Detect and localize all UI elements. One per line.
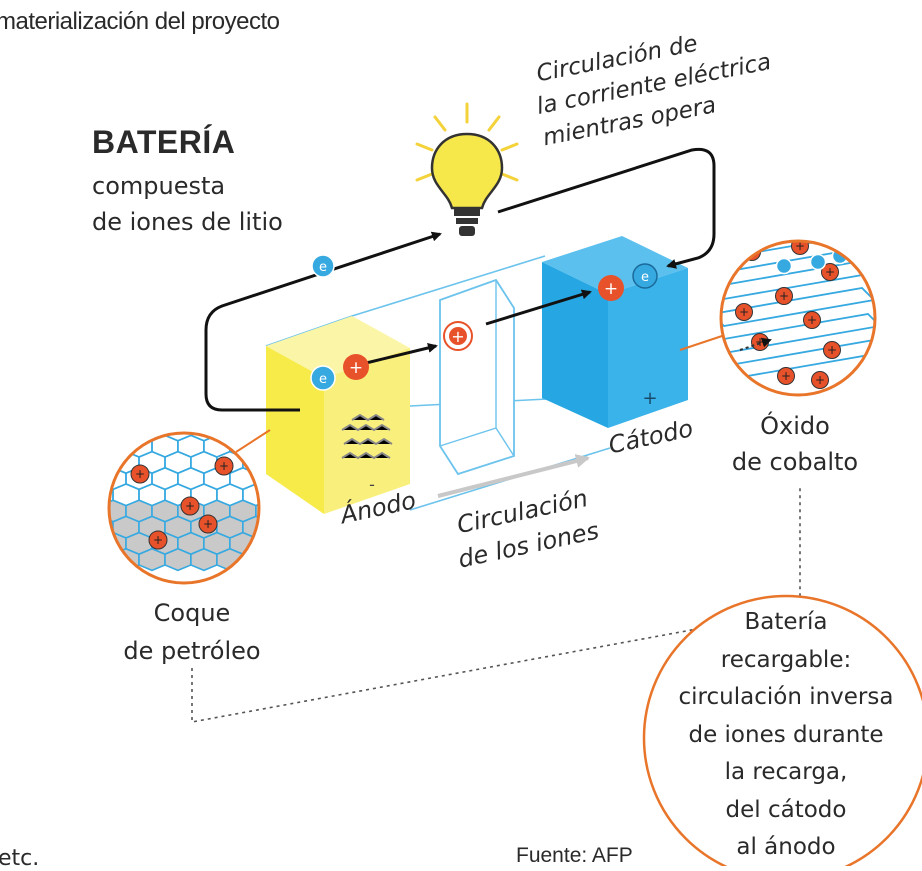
ion-sign: + — [153, 533, 163, 547]
svg-text:-: - — [369, 475, 375, 494]
lithium-ion-dot — [148, 530, 168, 550]
lithium-ion-dot — [214, 456, 234, 476]
hexagon-cell — [216, 433, 244, 442]
petroleum-coke-line: Coque — [153, 599, 231, 627]
lithium-ion-dot — [823, 341, 841, 359]
ion-arrow-1 — [361, 343, 438, 366]
light-bulb-icon — [415, 102, 519, 236]
lithium-ion-particle: + — [598, 275, 624, 301]
hexagon-cell — [190, 547, 218, 572]
hexagon-cell — [242, 433, 259, 442]
cobalt-oxide-line: de cobalto — [731, 448, 859, 476]
anode-block: - — [266, 316, 410, 514]
hexagon-cell — [112, 433, 140, 442]
electron-particle: e — [311, 254, 335, 278]
ion-sign: + — [185, 499, 195, 513]
hexagon-cell — [109, 450, 114, 475]
cathode-block: + — [542, 236, 688, 428]
lithium-ion-dot — [735, 303, 753, 321]
battery-subtitle-line: de iones de litio — [92, 208, 283, 236]
recharge-note-line: de iones durante — [688, 721, 884, 748]
svg-text:e: e — [319, 260, 327, 275]
lithium-ion-dot — [811, 371, 829, 389]
recharge-note-line: recargable: — [720, 646, 852, 673]
electron-dot — [809, 253, 827, 271]
magnifier-connector — [679, 335, 723, 351]
lithium-ion-particle: + — [343, 354, 369, 380]
battery-subtitle: compuesta de iones de litio — [92, 168, 283, 240]
cobalt-oxide-label: Óxido de cobalto — [730, 408, 860, 480]
recharge-note-line: al ánodo — [736, 834, 836, 860]
ion-sign: + — [825, 265, 835, 279]
external-circuit-wire — [204, 231, 442, 412]
recharge-note: Batería recargable: circulación inversa … — [660, 604, 912, 867]
electron-particle: e — [310, 365, 336, 391]
svg-text:+: + — [604, 279, 618, 299]
hexagon-cell — [295, 549, 321, 571]
hexagon-cell — [242, 547, 259, 572]
lithium-ion-dot — [130, 464, 150, 484]
hexagon-cell — [269, 516, 295, 538]
svg-text:+: + — [349, 358, 363, 378]
lithium-ion-dot — [198, 514, 218, 534]
separator-membrane: + — [439, 278, 515, 476]
ion-sign: + — [807, 313, 817, 327]
recharge-note-circle — [642, 594, 922, 866]
petroleum-coke-line: de petróleo — [123, 637, 261, 665]
source-credit: Fuente: AFP — [516, 844, 633, 867]
cobalt-oxide-line: Óxido — [760, 412, 830, 440]
ion-sign: + — [815, 373, 825, 387]
hexagon-cell — [109, 547, 114, 572]
ion-insertion-arrow — [739, 337, 772, 351]
ion-arrow-2 — [485, 289, 592, 326]
lithium-ion-dot — [775, 287, 793, 305]
hexagon-cell — [282, 533, 308, 555]
lithium-ion-dot — [803, 311, 821, 329]
magnifier-connector — [235, 429, 271, 453]
ion-sign: + — [755, 335, 765, 349]
hexagon-cell — [138, 547, 166, 572]
page-title-partial: materialización del proyecto — [0, 8, 280, 35]
svg-text:e: e — [319, 372, 327, 387]
ion-sign: + — [795, 239, 805, 253]
hexagon-cell — [295, 516, 321, 538]
recharge-note-line: circulación inversa — [678, 684, 894, 710]
battery-title: BATERÍA — [92, 124, 236, 160]
recharge-note-line: del cátodo — [725, 796, 847, 823]
lithium-ion-dot — [821, 263, 839, 281]
ion-sign: + — [135, 467, 145, 481]
hexagon-cell — [109, 434, 127, 458]
ion-sign: + — [781, 369, 791, 383]
hexagon-cell — [112, 547, 140, 572]
hexagon-cell — [109, 433, 114, 442]
recharge-note-line: Batería — [744, 609, 828, 635]
ion-sign: + — [827, 343, 837, 357]
electron-particle: e — [632, 263, 658, 289]
hexagon-cell — [308, 533, 334, 555]
svg-text:+: + — [451, 327, 464, 346]
external-circuit-return — [497, 147, 716, 269]
hexagon-cell — [255, 531, 259, 556]
petroleum-coke-label: Coque de petróleo — [112, 594, 272, 670]
hexagon-cell — [164, 547, 192, 572]
ion-sign: + — [739, 305, 749, 319]
lithium-ion-dot — [180, 496, 200, 516]
ion-sign: + — [203, 517, 213, 531]
svg-text:+: + — [642, 388, 657, 409]
battery-subtitle-line: compuesta — [92, 172, 226, 200]
lithium-ion-dot — [777, 367, 795, 385]
recharge-note-line: la recarga, — [724, 759, 848, 785]
svg-text:e: e — [641, 270, 649, 285]
ion-sign: + — [779, 289, 789, 303]
ion-circulation-arrow — [437, 454, 590, 498]
hexagon-cell — [282, 500, 308, 522]
ion-sign: + — [219, 459, 229, 473]
layered-oxide-icon: ++++++++++ — [719, 239, 877, 397]
partial-left-text: etc. — [0, 846, 40, 871]
electron-dot — [775, 257, 793, 275]
hexagon-cell — [269, 549, 295, 571]
